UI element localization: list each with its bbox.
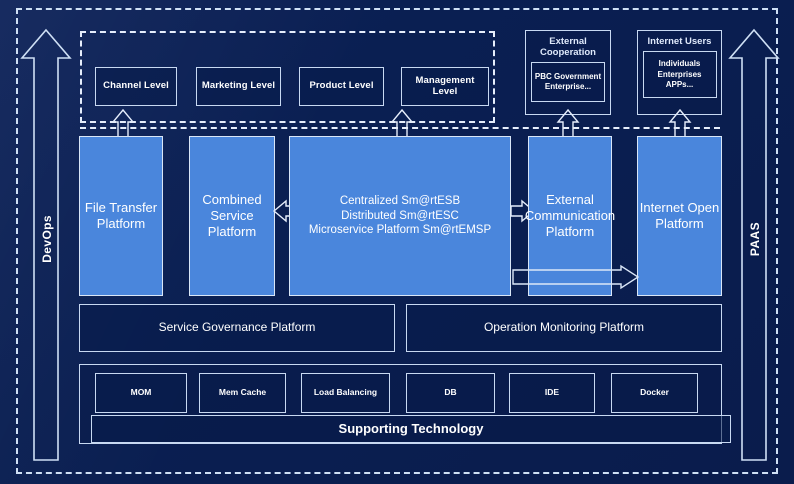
tech-item-mom-label: MOM — [130, 387, 152, 398]
platform-esb-line-3: Microservice Platform Sm@rtEMSP — [308, 224, 492, 237]
tech-item-mem-cache-label: Mem Cache — [218, 387, 267, 398]
group-internet-users[interactable]: Internet Users Individuals Enterprises A… — [637, 30, 722, 115]
tech-item-ide-label: IDE — [544, 387, 560, 398]
level-box-marketing-label: Marketing Level — [201, 80, 276, 92]
level-box-marketing[interactable]: Marketing Level — [196, 67, 281, 106]
connector-arrow-external-communication — [556, 108, 580, 139]
devops-arrow — [20, 28, 72, 461]
management-operation-monitoring[interactable]: Operation Monitoring Platform — [406, 304, 722, 352]
level-box-management[interactable]: Management Level — [401, 67, 489, 106]
tech-item-mem-cache[interactable]: Mem Cache — [199, 373, 286, 413]
platform-file-transfer-label: File Transfer Platform — [84, 199, 158, 231]
tech-item-db-label: DB — [444, 387, 457, 398]
outer-boundary-frame — [16, 8, 778, 474]
platform-esb-line-1: Centralized Sm@rtESB — [339, 195, 461, 208]
tech-item-ide[interactable]: IDE — [509, 373, 595, 413]
group-external-cooperation-title: External Cooperation — [540, 36, 596, 59]
arrow-esb-to-external-communication — [510, 199, 536, 223]
platform-esb-suite[interactable]: Centralized Sm@rtESB Distributed Sm@rtES… — [289, 136, 511, 296]
arrow-to-internet-open-platform — [512, 264, 640, 290]
layer-separator-line — [80, 127, 720, 129]
group-external-cooperation-detail: PBC Government Enterprise... — [531, 62, 605, 103]
management-service-governance[interactable]: Service Governance Platform — [79, 304, 395, 352]
group-internet-users-title: Internet Users — [647, 36, 712, 47]
platform-file-transfer[interactable]: File Transfer Platform — [79, 136, 163, 296]
tech-item-docker-label: Docker — [640, 387, 669, 398]
group-external-cooperation[interactable]: External Cooperation PBC Government Ente… — [525, 30, 611, 115]
level-box-product[interactable]: Product Level — [299, 67, 384, 106]
platform-combined-service[interactable]: Combined Service Platform — [189, 136, 275, 296]
paas-arrow-label: PAAS — [748, 222, 762, 257]
level-box-management-label: Management Level — [415, 74, 475, 97]
application-levels-frame — [80, 31, 495, 123]
platform-esb-line-2: Distributed Sm@rtESC — [341, 209, 459, 222]
platform-internet-open[interactable]: Internet Open Platform — [637, 136, 722, 296]
level-box-channel-label: Channel Level — [103, 80, 169, 92]
supporting-technology-bar-label: Supporting Technology — [338, 420, 484, 436]
management-operation-monitoring-label: Operation Monitoring Platform — [483, 320, 645, 335]
tech-item-load-balancing[interactable]: Load Balancing — [301, 373, 390, 413]
tech-item-load-balancing-label: Load Balancing — [313, 387, 378, 398]
devops-arrow-label: DevOps — [40, 215, 54, 263]
tech-item-mom[interactable]: MOM — [95, 373, 187, 413]
level-box-channel[interactable]: Channel Level — [95, 67, 177, 106]
supporting-technology-bar[interactable]: Supporting Technology — [91, 415, 731, 443]
connector-arrow-internet-open — [668, 108, 692, 139]
connector-arrow-esb — [390, 108, 414, 139]
platform-internet-open-label: Internet Open Platform — [639, 199, 720, 231]
platform-combined-service-label: Combined Service Platform — [202, 191, 262, 240]
tech-item-docker[interactable]: Docker — [611, 373, 698, 413]
connector-arrow-file-transfer — [111, 108, 135, 139]
group-internet-users-detail: Individuals Enterprises APPs... — [642, 51, 717, 99]
paas-arrow — [728, 28, 780, 461]
management-service-governance-label: Service Governance Platform — [158, 320, 316, 335]
tech-item-db[interactable]: DB — [406, 373, 495, 413]
level-box-product-label: Product Level — [309, 80, 374, 92]
platform-external-communication-label: External Communication Platform — [524, 191, 616, 240]
